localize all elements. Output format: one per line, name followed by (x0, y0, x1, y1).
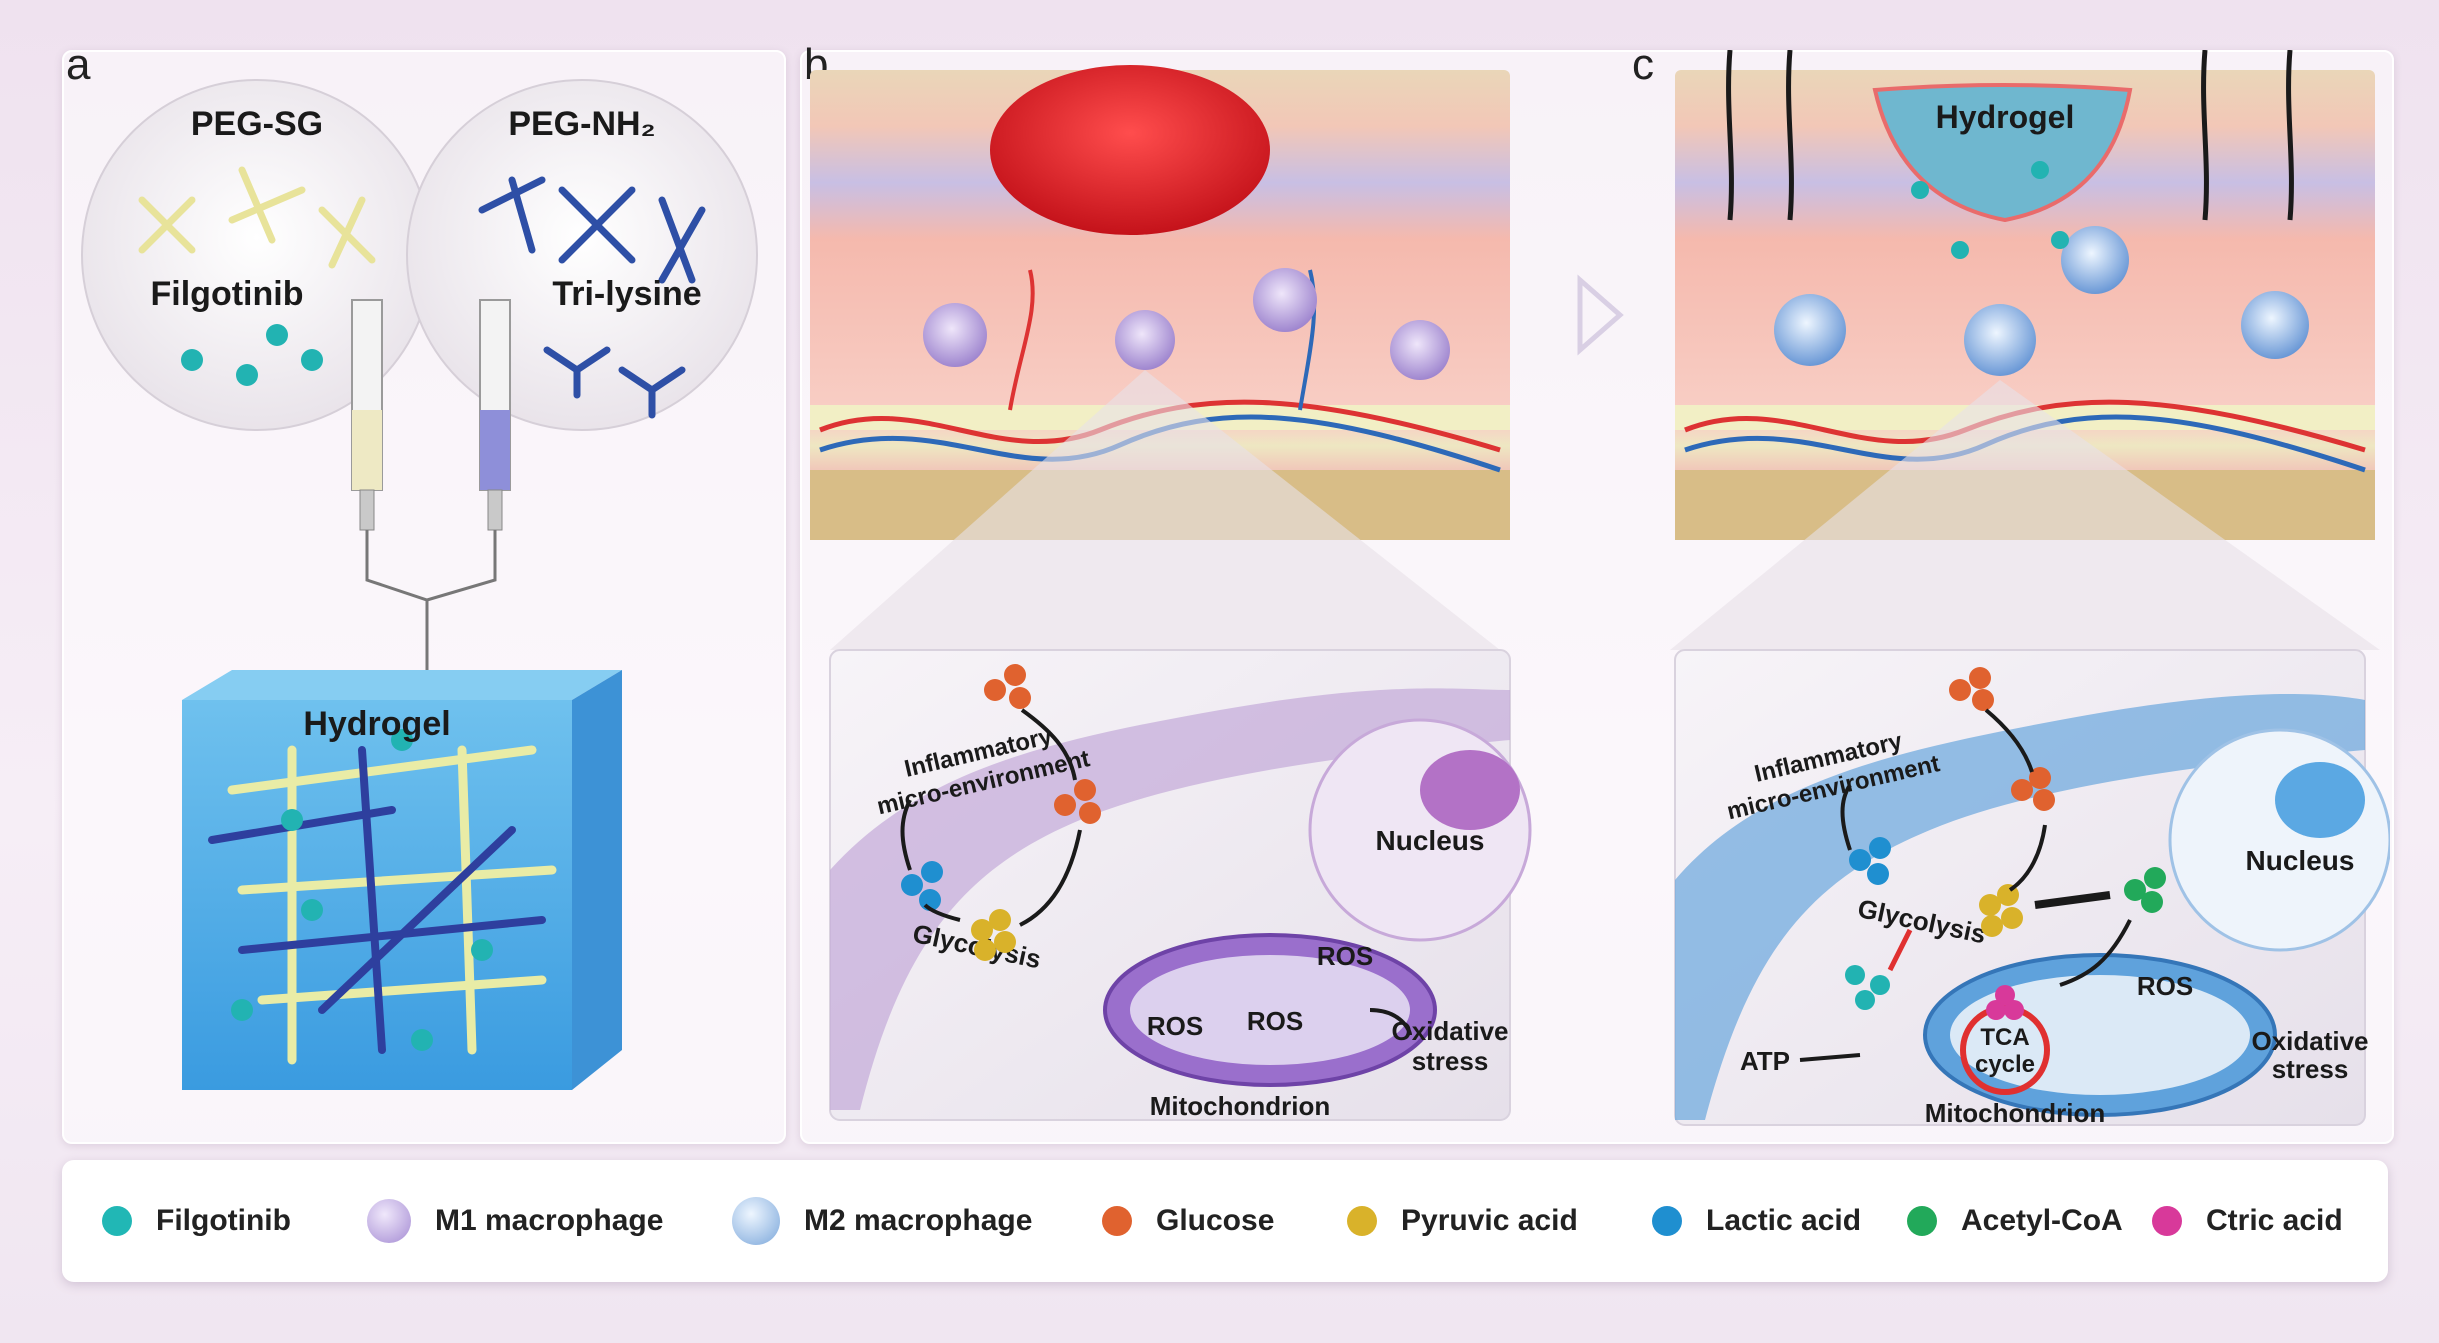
panel-a-label: a (66, 40, 91, 89)
syringe-left (351, 299, 383, 570)
legend-item-citric: Ctric acid (2152, 1160, 2343, 1282)
filgotinib-icon (102, 1206, 132, 1236)
legend-label: M1 macrophage (435, 1204, 664, 1237)
hydrogel-patch (1872, 83, 2133, 223)
m2-cell (2241, 291, 2309, 359)
svg-text:Nucleus: Nucleus (1376, 825, 1485, 856)
svg-text:Mitochondrion: Mitochondrion (1925, 1098, 2106, 1128)
panel-bc-illustration: Hydrogel Nucleus ROS ROS ROS M (810, 50, 2390, 1128)
legend-item-m2: M2 macrophage (732, 1160, 1032, 1282)
m2-macrophage-icon (732, 1197, 780, 1245)
legend-label: Lactic acid (1706, 1204, 1862, 1237)
peg-nh2-molecules (478, 176, 706, 284)
hydrogel-label-c: Hydrogel (1936, 99, 2075, 135)
panel-c-label: c (1632, 40, 1654, 89)
legend-item-m1: M1 macrophage (367, 1160, 663, 1282)
svg-text:ATP: ATP (1740, 1046, 1790, 1076)
legend-item-acetyl: Acetyl-CoA (1907, 1160, 2123, 1282)
wound (990, 65, 1270, 235)
syringe-right (479, 299, 511, 570)
svg-text:TCA: TCA (1980, 1024, 2029, 1051)
legend-label: Filgotinib (156, 1204, 291, 1237)
m2-cell (1774, 294, 1846, 366)
panel-a-illustration: PEG-SG Filgotinib PEG-NH₂ Tri-lysine (81, 79, 758, 1090)
svg-text:Oxidative: Oxidative (2251, 1026, 2368, 1056)
filgotinib-label: Filgotinib (151, 275, 304, 313)
m1-cell (923, 303, 987, 367)
legend-item-pyruvic: Pyruvic acid (1347, 1160, 1578, 1282)
peg-sg-molecules (138, 166, 376, 269)
legend-label: Acetyl-CoA (1961, 1204, 2123, 1237)
acetyl-coa-icon (1907, 1206, 1937, 1236)
svg-text:ROS: ROS (1247, 1006, 1303, 1036)
svg-text:Nucleus: Nucleus (2246, 845, 2355, 876)
m2-cell (2061, 226, 2129, 294)
mitochondrion-c: TCA cycle ROS (1923, 953, 2277, 1117)
legend-item-filgotinib: Filgotinib (102, 1160, 291, 1282)
citric-acid-icon (2152, 1206, 2182, 1236)
svg-text:ROS: ROS (1147, 1011, 1203, 1041)
cell-zoom-b: Nucleus ROS ROS ROS Mitochondrion Oxidat… (829, 649, 1532, 1121)
svg-text:ROS: ROS (1317, 941, 1373, 971)
pyruvic-acid-icon (1347, 1206, 1377, 1236)
m1-cell (1253, 268, 1317, 332)
svg-text:stress: stress (1412, 1046, 1489, 1076)
peg-nh2-label: PEG-NH₂ (508, 105, 655, 143)
m1-cell (1390, 320, 1450, 380)
legend-label: Pyruvic acid (1401, 1204, 1578, 1237)
transition-arrow (1577, 274, 1624, 356)
legend-item-glucose: Glucose (1102, 1160, 1274, 1282)
trilysine-molecules (543, 346, 686, 419)
legend-label: M2 macrophage (804, 1204, 1033, 1237)
m2-cell (1964, 304, 2036, 376)
mitochondrion-b: ROS ROS ROS (1103, 933, 1437, 1087)
legend: Filgotinib M1 macrophage M2 macrophage G… (62, 1160, 2388, 1282)
cell-zoom-c: Nucleus TCA cycle ROS Mitochondrion ATP … (1674, 649, 2390, 1128)
svg-text:ROS: ROS (2137, 971, 2193, 1001)
legend-item-lactic: Lactic acid (1652, 1160, 1861, 1282)
svg-text:cycle: cycle (1975, 1051, 2035, 1078)
m1-cell (1115, 310, 1175, 370)
filgotinib-molecules (181, 324, 323, 386)
legend-label: Ctric acid (2206, 1204, 2343, 1237)
hydrogel-label-a: Hydrogel (303, 705, 450, 743)
trilysine-label: Tri-lysine (552, 275, 701, 313)
nucleus-c (2168, 728, 2390, 952)
hydrogel-cube: Hydrogel (182, 670, 622, 1090)
peg-sg-label: PEG-SG (191, 105, 323, 143)
svg-text:stress: stress (2272, 1054, 2349, 1084)
skin-block-b (810, 65, 1510, 650)
lactic-acid-icon (1652, 1206, 1682, 1236)
svg-text:Mitochondrion: Mitochondrion (1150, 1091, 1331, 1121)
m1-macrophage-icon (367, 1199, 411, 1243)
glucose-icon (1102, 1206, 1132, 1236)
legend-label: Glucose (1156, 1204, 1275, 1237)
skin-block-c: Hydrogel (1670, 50, 2380, 650)
